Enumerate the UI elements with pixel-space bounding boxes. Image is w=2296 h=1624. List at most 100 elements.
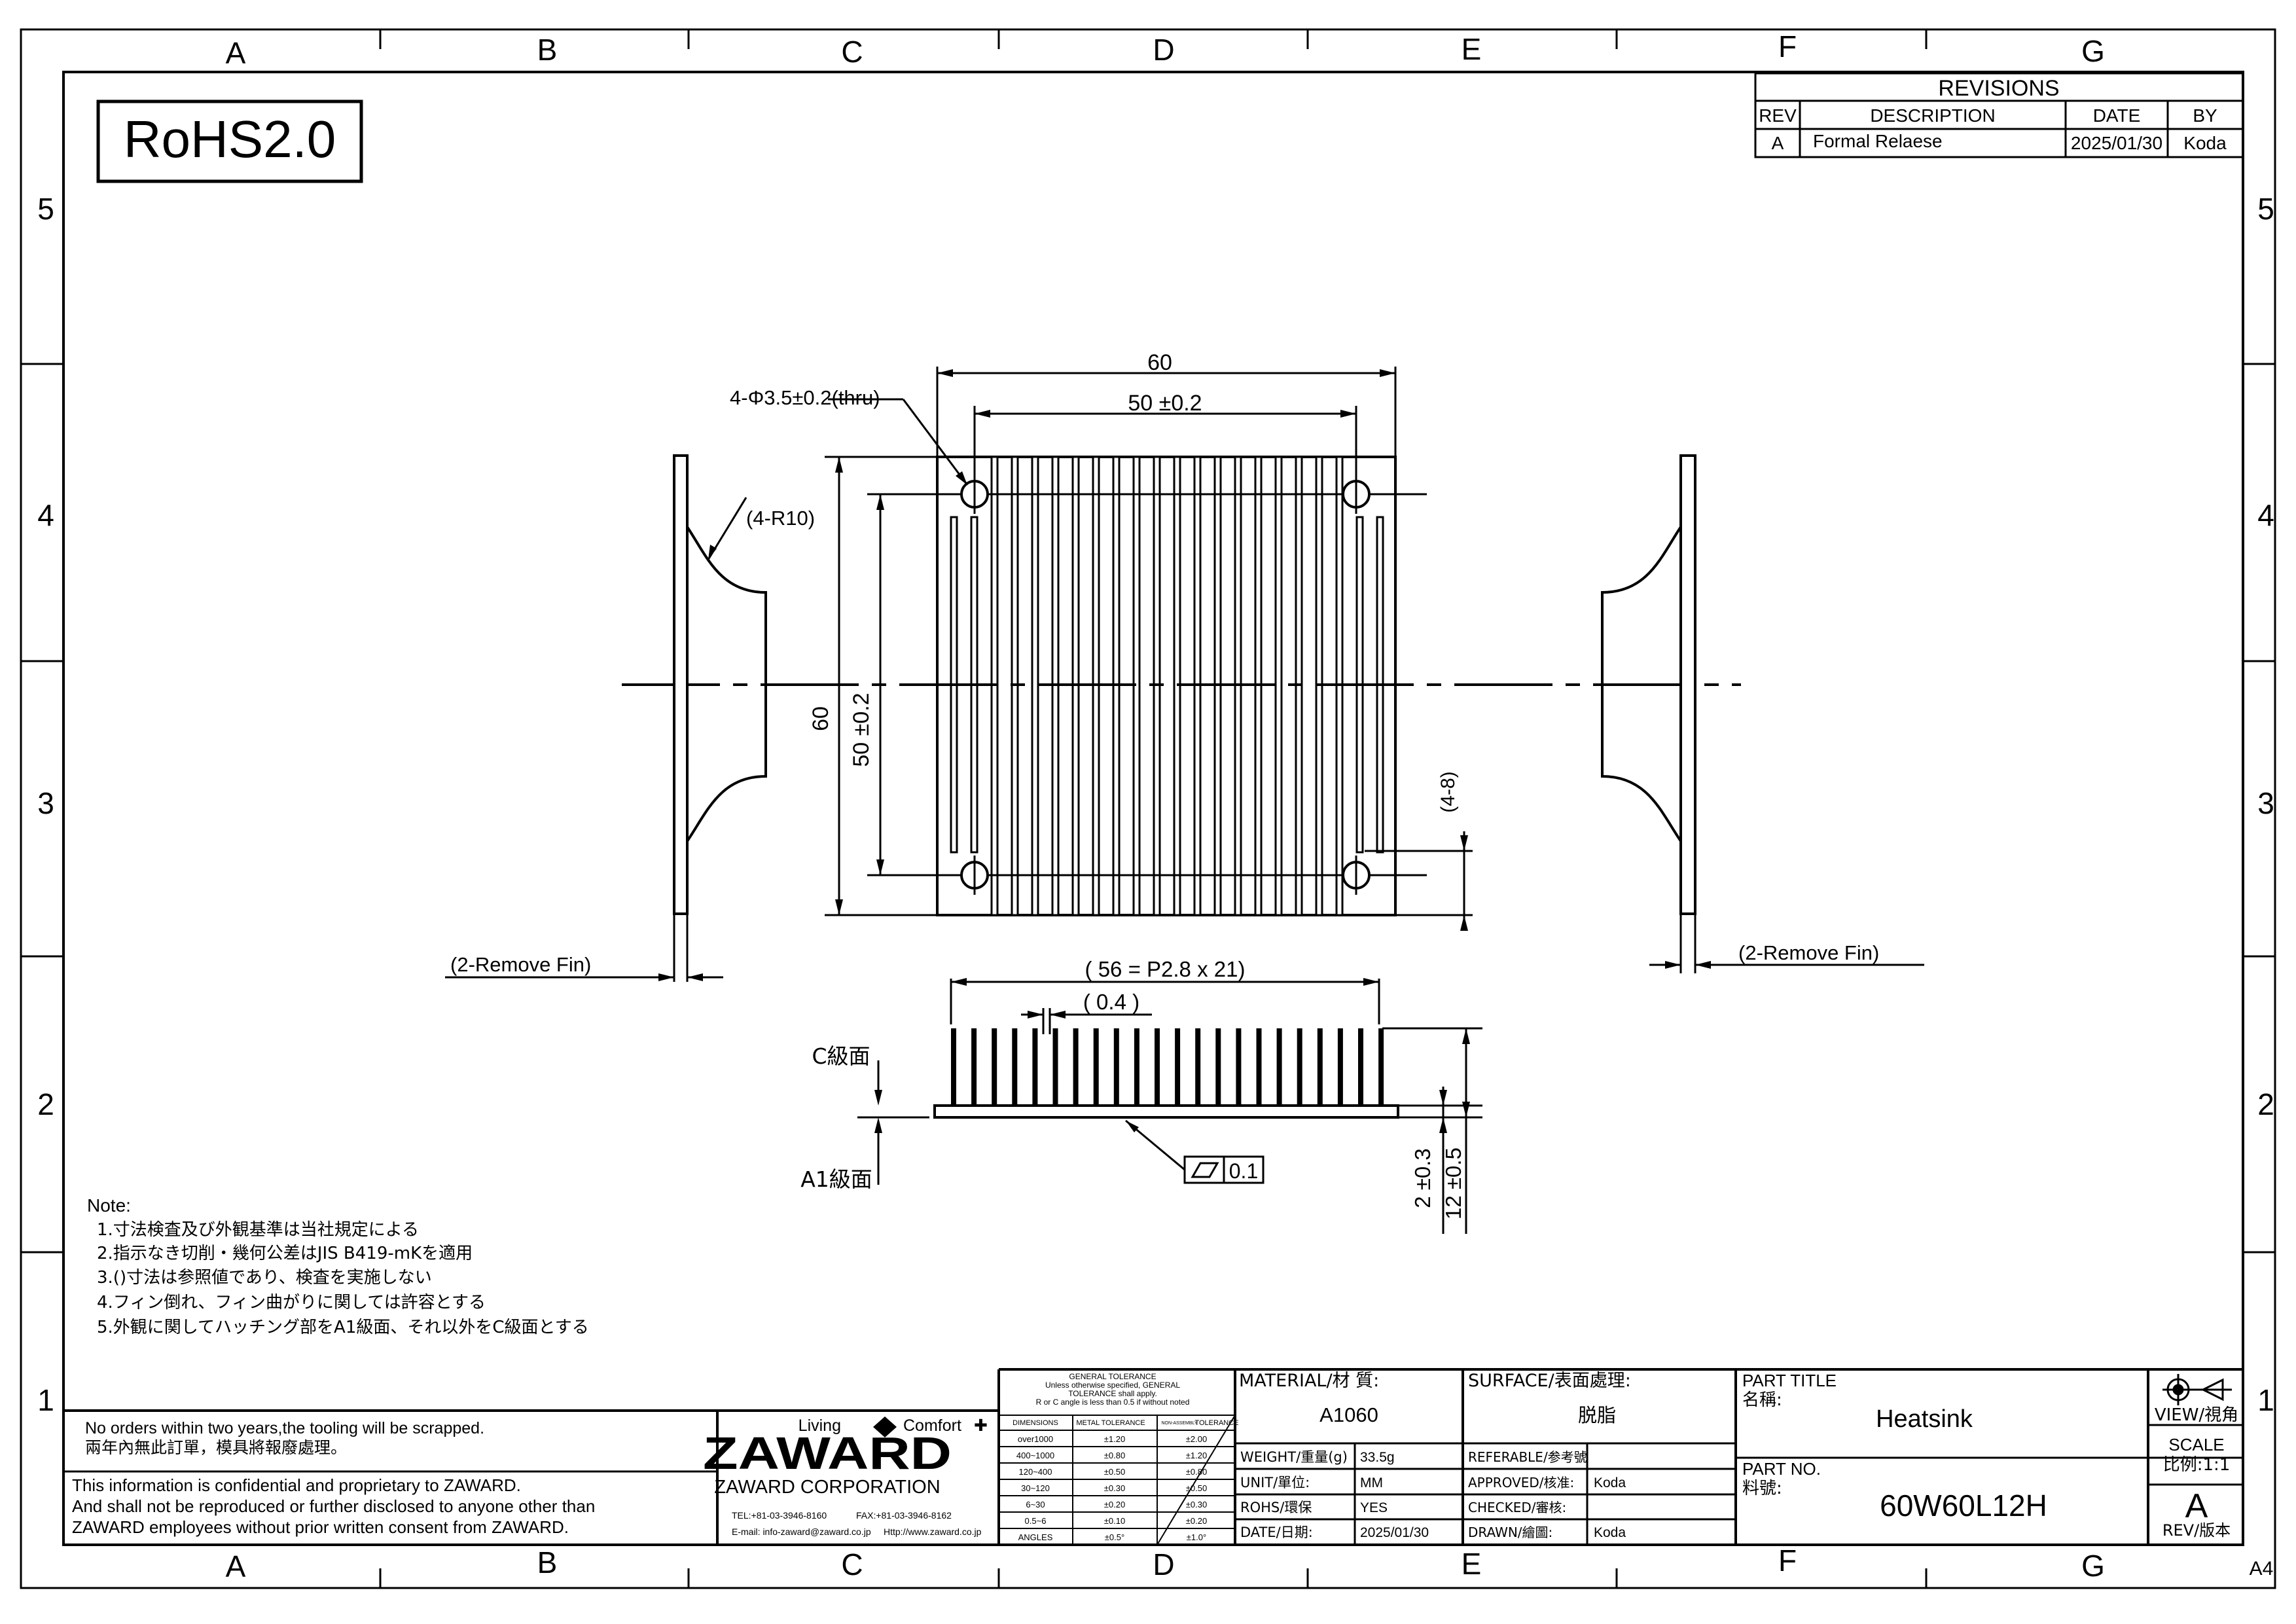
date-value: 2025/01/30: [1360, 1525, 1429, 1540]
front-fin: [1256, 1028, 1262, 1106]
surface-a1-label: A1級面: [800, 1166, 872, 1192]
projection-view-icon: [2162, 1374, 2232, 1405]
tolerance-range: 400~1000: [1016, 1451, 1054, 1460]
weight-label: WEIGHT/重量(g): [1240, 1449, 1348, 1465]
tolerance-other: ±1.20: [1186, 1451, 1207, 1460]
zone-col-e-bottom: E: [1462, 1547, 1482, 1581]
remove-fin-left: (2-Remove Fin): [450, 953, 591, 976]
confidential-line-1: This information is confidential and pro…: [72, 1475, 521, 1495]
tolerance-metal: ±1.20: [1104, 1434, 1125, 1444]
notes: Note: 1.寸法検査及び外観基準は当社規定による 2.指示なき切削・幾何公差…: [87, 1195, 589, 1337]
tolerance-rows: over1000±1.20±2.00400~1000±0.80±1.20120~…: [1016, 1434, 1207, 1542]
revision-row-description: Formal Relaese: [1813, 131, 1943, 151]
front-fin: [971, 1028, 977, 1106]
notes-title: Note:: [87, 1195, 131, 1216]
title-block-grid: [63, 1368, 2243, 1545]
tooling-notice-en: No orders within two years,the tooling w…: [85, 1419, 484, 1437]
dim-overall-width: 60: [1147, 350, 1172, 375]
tolerance-table: GENERAL TOLERANCE Unless otherwise speci…: [999, 1372, 1239, 1545]
spec-block: MATERIAL/材 質: A1060 SURFACE/表面處理: 脱脂 WEI…: [1239, 1371, 1631, 1540]
unit-label: UNIT/單位:: [1240, 1475, 1310, 1490]
legal-block: No orders within two years,the tooling w…: [72, 1419, 595, 1537]
company-fax: FAX:+81-03-3946-8162: [856, 1510, 952, 1521]
revision-row-by: Koda: [2183, 133, 2227, 153]
material-label: MATERIAL/材 質:: [1239, 1371, 1379, 1391]
revisions-header-rev: REV: [1759, 105, 1797, 126]
part-number: 60W60L12H: [1880, 1489, 2047, 1523]
tolerance-range: over1000: [1018, 1434, 1053, 1444]
revisions-header-by: BY: [2193, 105, 2217, 126]
dim-fin-span: ( 56 = P2.8 x 21): [1085, 957, 1246, 981]
zone-row-1: 1: [37, 1383, 54, 1417]
zone-col-b-bottom: B: [537, 1545, 558, 1579]
tolerance-other: ±0.30: [1186, 1500, 1207, 1509]
surface-value: 脱脂: [1578, 1404, 1616, 1426]
tolerance-other: ±1.0°: [1187, 1532, 1206, 1542]
rohs-badge: RoHS2.0: [96, 99, 363, 183]
tolerance-title-1: GENERAL TOLERANCE: [1069, 1372, 1156, 1381]
rohs-label: ROHS/環保: [1240, 1500, 1312, 1515]
company-logo: ZAWARD: [703, 1428, 952, 1479]
company-web: Http://www.zaward.co.jp: [884, 1526, 982, 1537]
remove-fin-right: (2-Remove Fin): [1738, 941, 1879, 964]
tolerance-header-tolerance: TOLERANCE: [1194, 1419, 1238, 1427]
note-1: 1.寸法検査及び外観基準は当社規定による: [97, 1220, 419, 1240]
scale-value: 比例:1:1: [2163, 1455, 2231, 1475]
zone-col-e: E: [1462, 32, 1482, 66]
front-fin: [1032, 1028, 1038, 1106]
front-fin: [1052, 1028, 1058, 1106]
tolerance-metal: ±0.30: [1104, 1483, 1125, 1493]
zone-row-4: 4: [37, 498, 54, 532]
dim-hole-pitch-x: 50 ±0.2: [1128, 391, 1202, 416]
tolerance-title-2: Unless otherwise specified, GENERAL: [1045, 1380, 1180, 1390]
part-no-label: PART NO.: [1742, 1459, 1821, 1479]
tolerance-header-non-assembly: NON-ASSEMBLY: [1161, 1421, 1197, 1426]
front-fin: [1317, 1028, 1323, 1106]
checked-label: CHECKED/審核:: [1468, 1500, 1566, 1515]
dim-overall-height: 60: [808, 706, 833, 731]
rohs-badge-label: RoHS2.0: [124, 110, 336, 168]
top-view-dimension-lines: [825, 367, 1473, 929]
dim-fin-gap: (4-8): [1437, 771, 1459, 812]
rohs-value: YES: [1360, 1500, 1388, 1515]
plus-icon: ✚: [974, 1416, 988, 1435]
sheet-size-label: A4: [2250, 1558, 2274, 1579]
revisions-header-description: DESCRIPTION: [1870, 105, 1995, 126]
front-fin: [1134, 1028, 1139, 1106]
front-fin: [1093, 1028, 1099, 1106]
zone-column-labels: A B C D E F G A B C D E F G: [226, 29, 2105, 1583]
part-block: PART TITLE 名稱: Heatsink PART NO. 料號: 60W…: [1742, 1371, 2238, 1540]
tolerance-range: ANGLES: [1018, 1532, 1053, 1542]
dim-base-thickness: 2 ±0.3: [1410, 1148, 1435, 1208]
revision-row-rev: A: [1772, 133, 1784, 153]
top-view-arrowheads: [835, 369, 1468, 931]
rev-value: A: [2185, 1487, 2208, 1525]
zone-col-a-bottom: A: [226, 1549, 246, 1583]
note-2: 2.指示なき切削・幾何公差はJIS B419-mKを適用: [97, 1244, 473, 1263]
front-view: ( 56 = P2.8 x 21) ( 0.4 ) C級面 A1級面 2 ±0.…: [800, 957, 1482, 1234]
front-fin: [1236, 1028, 1242, 1106]
front-fin: [1337, 1028, 1343, 1106]
part-title-label: PART TITLE: [1742, 1371, 1837, 1390]
front-fin: [1113, 1028, 1119, 1106]
zone-row-3-right: 3: [2257, 786, 2274, 820]
tolerance-metal: ±0.20: [1104, 1500, 1125, 1509]
tolerance-header-metal: METAL TOLERANCE: [1076, 1419, 1145, 1427]
zone-row-4-right: 4: [2257, 498, 2274, 532]
tagline-right: Comfort: [903, 1416, 961, 1435]
zone-row-2-right: 2: [2257, 1087, 2274, 1121]
zone-row-5-right: 5: [2257, 192, 2274, 226]
scale-label: SCALE: [2168, 1435, 2224, 1454]
zone-col-f-bottom: F: [1778, 1543, 1797, 1578]
top-view: 60 50 ±0.2 60 50 ±0.2 4-Φ3.5±0.2(thru) (…: [622, 350, 1741, 931]
dim-fillet: (4-R10): [746, 507, 815, 530]
outer-border: [20, 28, 2276, 1589]
tolerance-other: ±0.20: [1186, 1516, 1207, 1526]
note-3: 3.()寸法は参照値であり、検査を実施しない: [97, 1268, 432, 1288]
zone-row-labels: 5 4 3 2 1 5 4 3 2 1: [37, 192, 2274, 1417]
flatness-value: 0.1: [1229, 1159, 1258, 1183]
front-fin: [1155, 1028, 1160, 1106]
tooling-notice-zh: 兩年內無此訂單，模具將報廢處理。: [85, 1438, 347, 1457]
zone-col-f: F: [1778, 29, 1797, 63]
